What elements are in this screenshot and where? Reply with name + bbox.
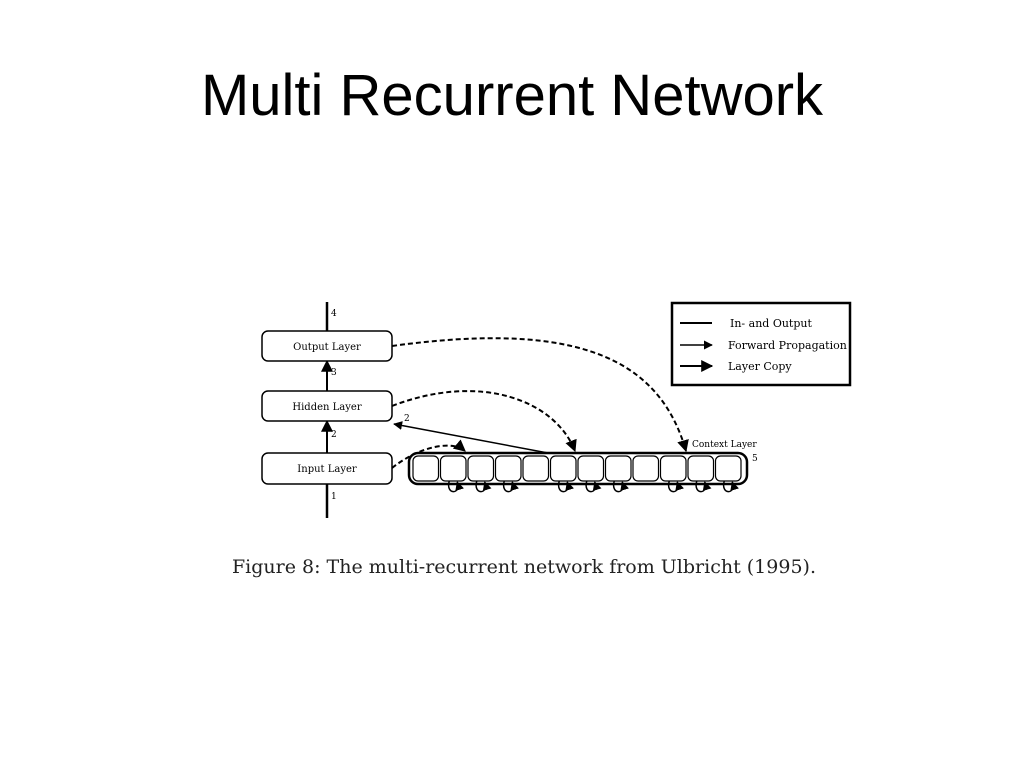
step-number-3: 3 (331, 368, 337, 378)
slide-title: Multi Recurrent Network (200, 63, 824, 128)
context-unit (687, 455, 715, 482)
recurrent-loop (695, 480, 712, 493)
step-number-5: 5 (752, 454, 758, 464)
context-unit (412, 455, 440, 482)
context-unit (467, 455, 495, 482)
step-number-2-hidden: 2 (404, 414, 410, 424)
context-unit (494, 455, 522, 482)
recurrent-loop (557, 480, 574, 493)
recurrent-loop (447, 480, 464, 493)
output-copy-arrow (391, 337, 689, 453)
context-unit (577, 455, 605, 482)
context-unit (604, 455, 632, 482)
recurrent-loop (475, 480, 492, 493)
recurrent-loop (667, 480, 684, 493)
recurrent-loop (502, 480, 519, 493)
figure-caption: Figure 8: The multi-recurrent network fr… (232, 556, 816, 578)
context-unit (439, 455, 467, 482)
input-layer-label: Input Layer (297, 464, 357, 475)
recurrent-loop (585, 480, 602, 493)
context-unit (632, 455, 660, 482)
input-layer-box (261, 452, 393, 485)
context-layer-label: Context Layer (692, 440, 757, 450)
context-unit (714, 455, 742, 482)
context-unit (522, 455, 550, 482)
input-copy-arrow (391, 439, 466, 469)
hidden-layer-label: Hidden Layer (292, 402, 361, 413)
hidden-copy-arrow (391, 390, 577, 453)
step-number-1: 1 (331, 492, 337, 502)
recurrent-loop (612, 480, 629, 493)
context-unit (659, 455, 687, 482)
legend-forward-label: Forward Propagation (728, 339, 847, 352)
output-layer-label: Output Layer (293, 342, 361, 353)
legend-in-out-label: In- and Output (730, 317, 812, 330)
context-to-hidden-arrow (393, 421, 549, 454)
context-units (412, 455, 742, 493)
step-number-4: 4 (331, 309, 337, 319)
context-unit (549, 455, 577, 482)
recurrent-loop (722, 480, 739, 493)
legend-copy-label: Layer Copy (728, 360, 792, 373)
step-number-2-input: 2 (331, 430, 337, 440)
